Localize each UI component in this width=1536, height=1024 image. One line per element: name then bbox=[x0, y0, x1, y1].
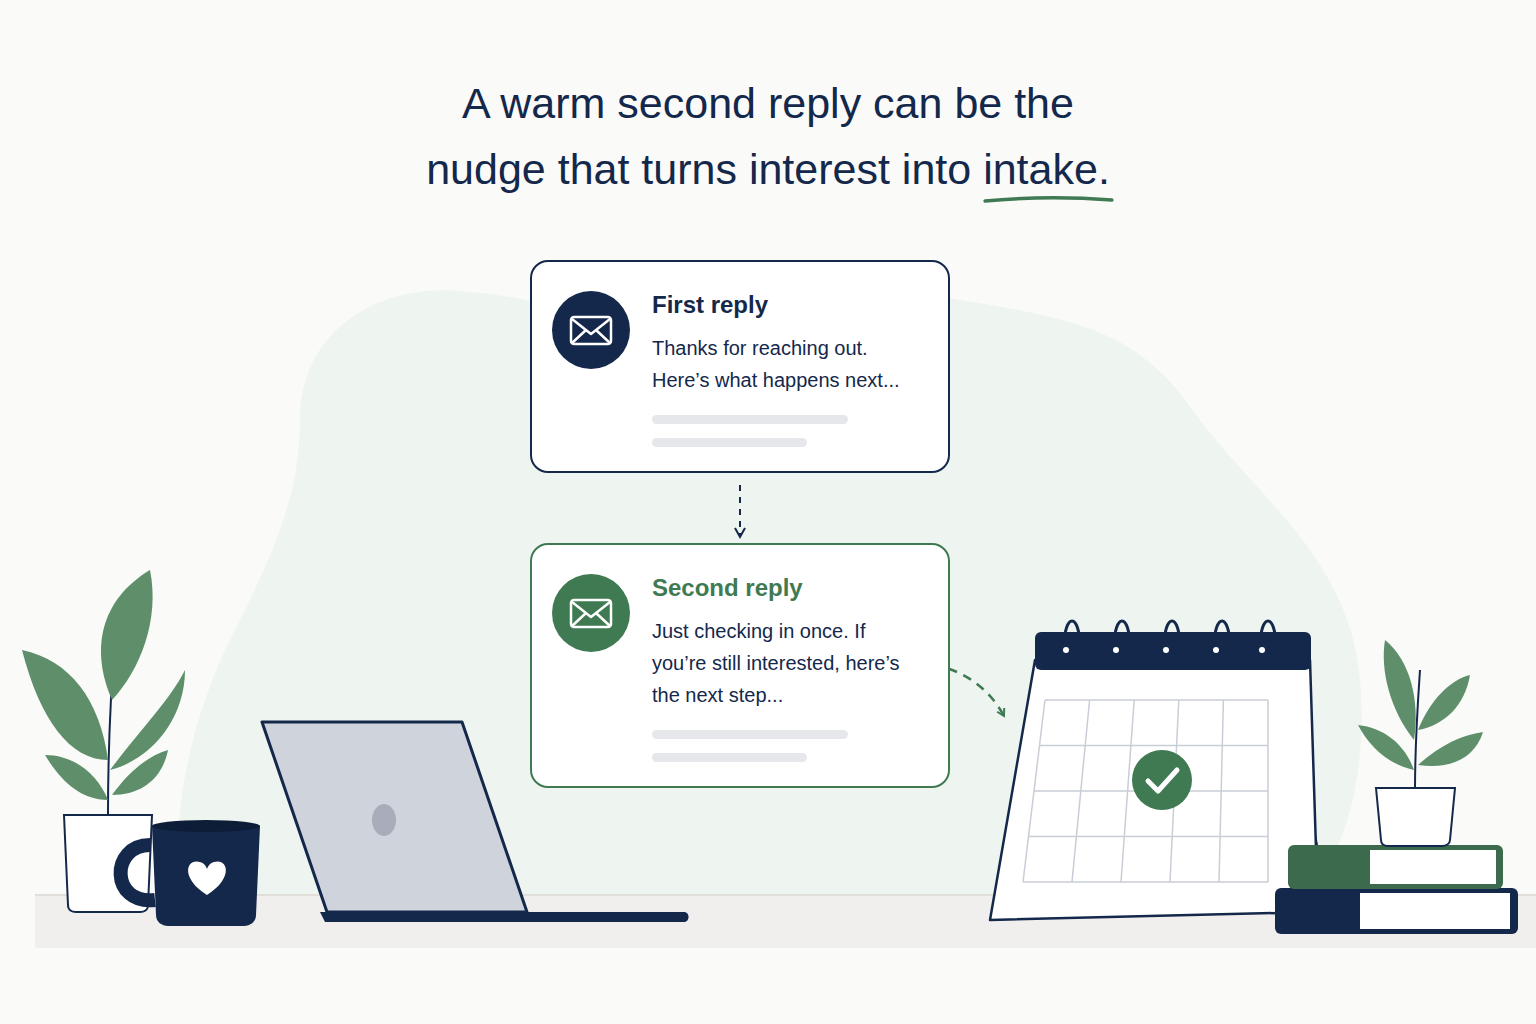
mail-icon bbox=[551, 290, 631, 370]
card-body: Just checking in once. If you’re still i… bbox=[652, 615, 924, 711]
message-card: First replyThanks for reaching out. Here… bbox=[530, 260, 950, 473]
card-heading: Second reply bbox=[652, 573, 924, 603]
mug bbox=[121, 820, 260, 926]
placeholder-lines bbox=[652, 730, 862, 764]
title-underline bbox=[985, 198, 1112, 201]
card-heading: First reply bbox=[652, 290, 924, 320]
books-plant bbox=[1275, 640, 1518, 934]
title: A warm second reply can be the nudge tha… bbox=[268, 70, 1268, 202]
flow-arrow bbox=[739, 485, 741, 537]
laptop bbox=[262, 722, 689, 922]
calendar bbox=[990, 621, 1330, 920]
calendar-arrow bbox=[933, 665, 1004, 716]
message-card: Second replyJust checking in once. If yo… bbox=[530, 543, 950, 788]
card-body: Thanks for reaching out. Here’s what hap… bbox=[652, 332, 924, 396]
mail-icon bbox=[551, 573, 631, 653]
placeholder-lines bbox=[652, 415, 862, 449]
